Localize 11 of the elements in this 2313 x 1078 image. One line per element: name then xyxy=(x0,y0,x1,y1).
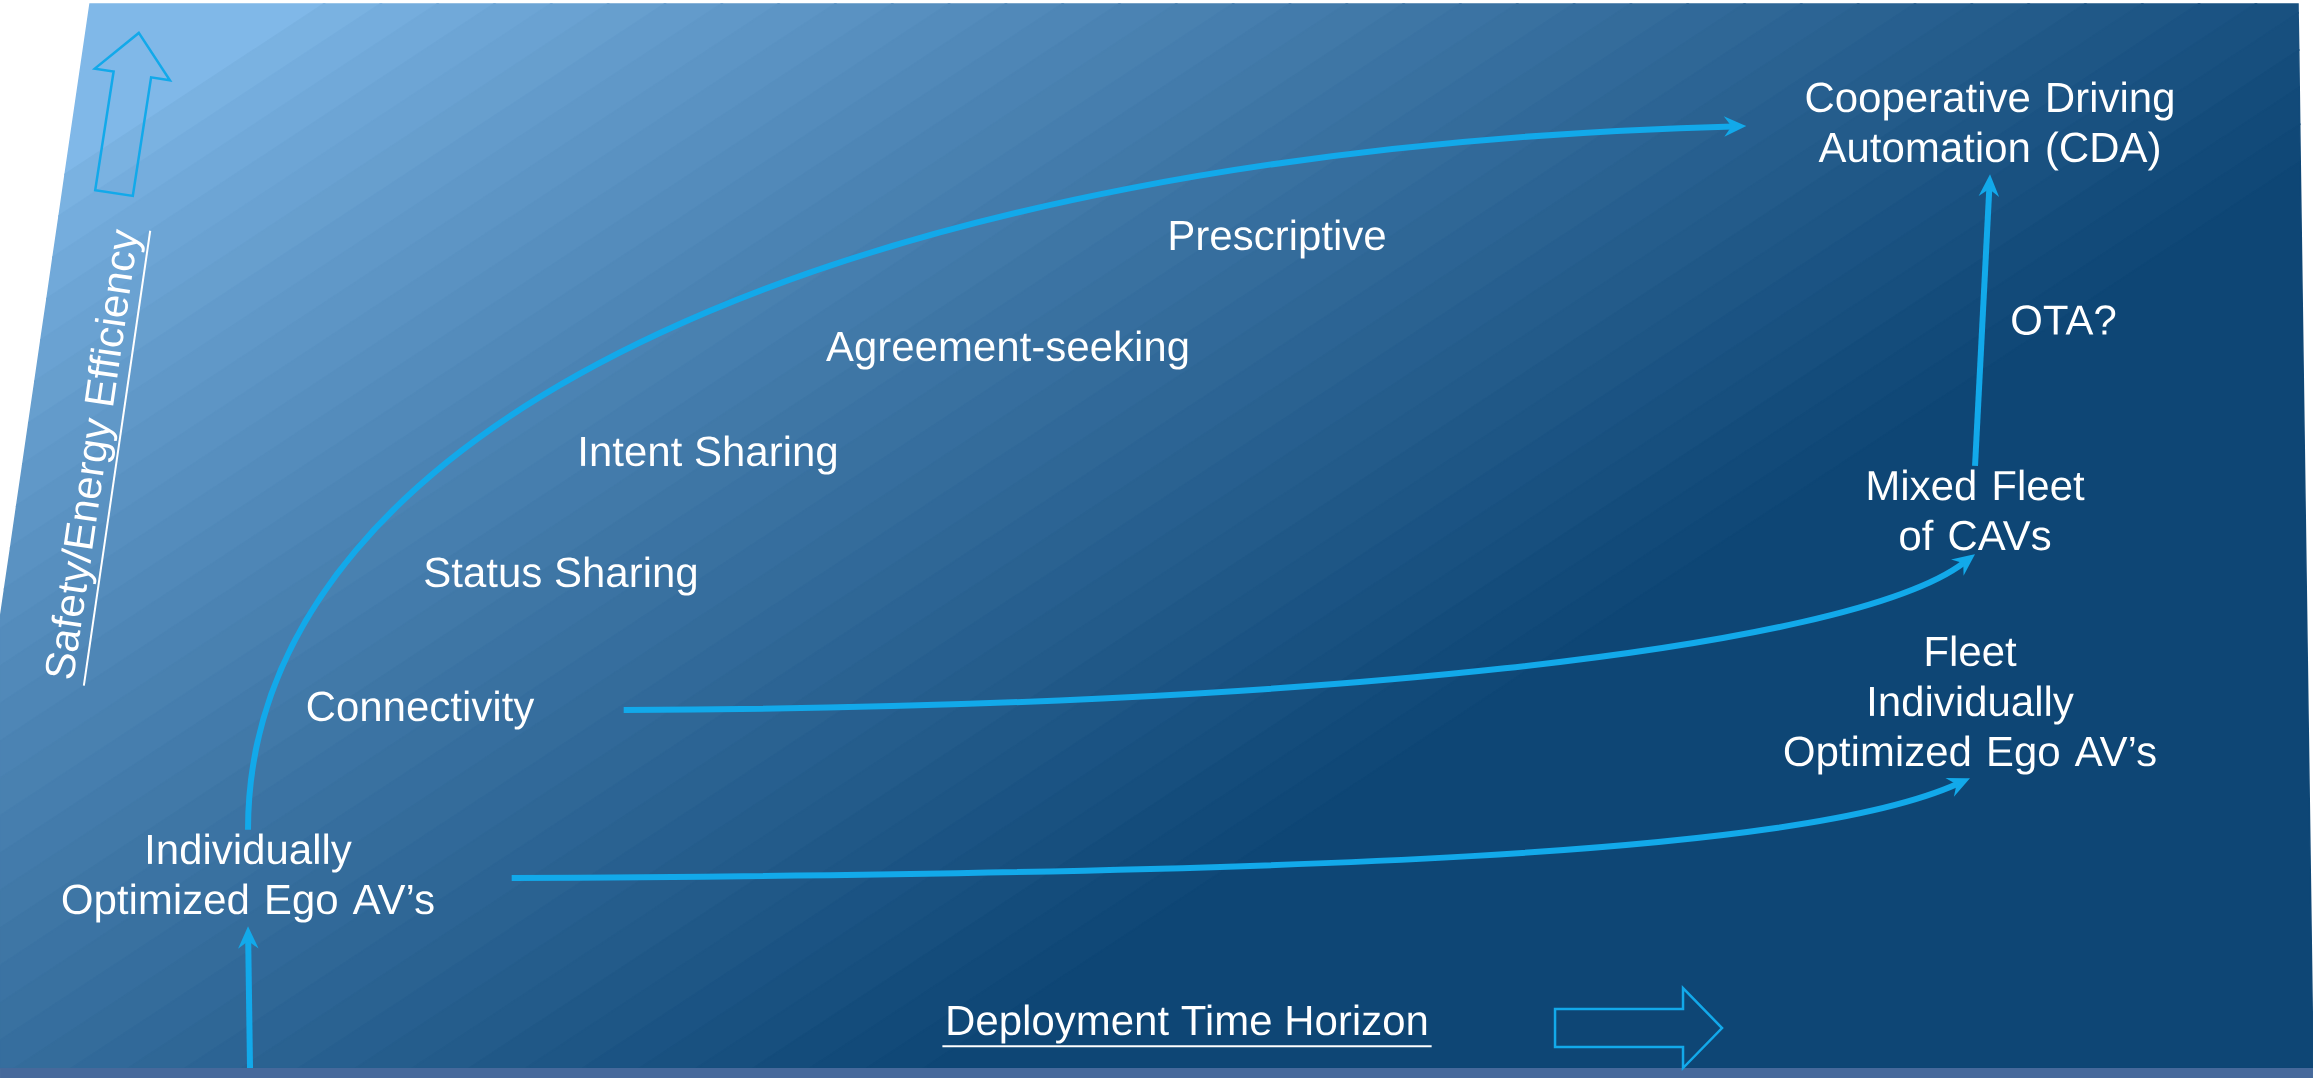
axis-label: Deployment Time Horizon xyxy=(941,1004,1433,1048)
node-text: Cooperative Driving Automation (CDA) xyxy=(1806,81,2173,171)
node-text: Fleet Individually Optimized Ego AV’s xyxy=(1784,635,2156,775)
edge-label: OTA? xyxy=(2012,305,2116,335)
curve-label: Status Sharing xyxy=(425,556,696,596)
curve-label: Prescriptive xyxy=(1170,219,1385,259)
node-text: Connectivity xyxy=(307,690,535,730)
curve-label: Agreement-seeking xyxy=(826,330,1188,370)
node-text: Mixed Fleet of CAVs xyxy=(1868,469,2085,551)
node-text: Individually Optimized Ego AV’s xyxy=(62,833,434,923)
curve-label: Intent Sharing xyxy=(581,435,836,475)
